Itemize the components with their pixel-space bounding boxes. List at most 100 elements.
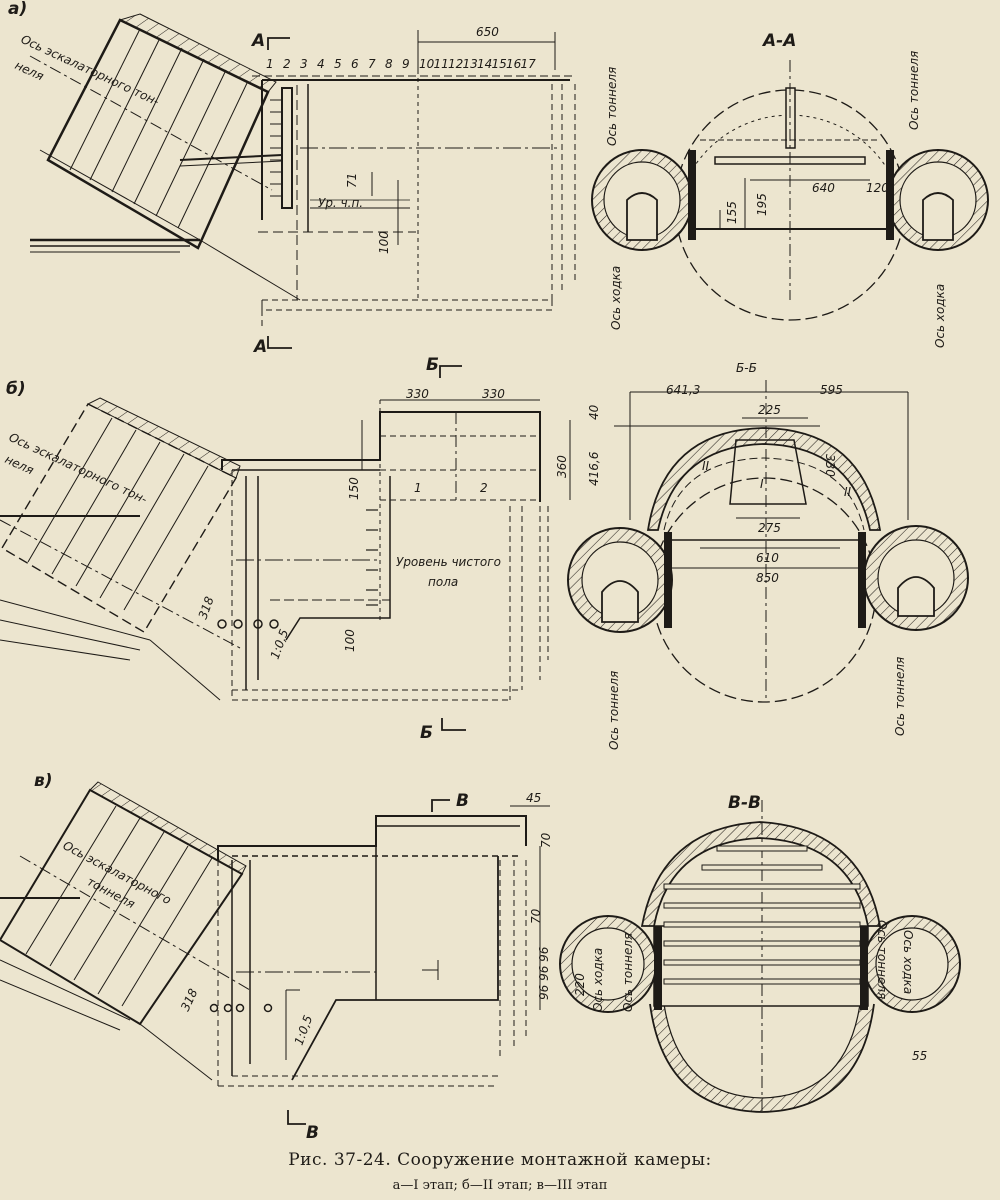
axis-passage-left-c: Ось ходка [591,948,605,1012]
dim-360-label: 360 [555,455,569,478]
ring-number: 9 [402,57,410,71]
chamber-plan-b [221,399,571,701]
dim-610-label: 610 [756,551,779,565]
dim-70a-label: 70 [539,832,553,848]
chamber-plan-a [179,30,576,330]
ring-number: 11 [434,57,449,71]
zone-II-left-label: II [702,459,710,473]
cut-arrow-a-top [267,37,290,50]
dim-100-label-a: 100 [377,231,391,254]
dim-120-label: 120 [866,181,889,195]
cut-mark-a-top: А [250,31,265,51]
dim-640-label: 640 [812,181,835,195]
panel-b-letter: б) [6,379,26,399]
dim-330b-label: 330 [482,387,505,401]
section-a-a [591,60,989,321]
section-v-v [559,800,961,1115]
dim-641-label: 641,3 [666,383,700,397]
panel-a-letter: а) [8,0,27,19]
ring-number: 12 [448,57,463,71]
cut-mark-a-bottom: А [252,337,267,357]
escalator-axis-label-b2: неля [3,452,36,477]
section-b-b [567,380,969,703]
cut-mark-b-bottom: Б [420,723,433,743]
ring-number: 1 [266,57,274,71]
cut-arrow-c-bottom [287,1110,306,1125]
ring-number: 15 [492,57,507,71]
dim-850-label: 850 [756,571,779,585]
zone-II-right-label: II [844,485,852,499]
floor-level-label-b1: Уровень чистого [396,555,501,569]
dim-150-label: 150 [347,477,361,500]
cut-arrow-b-bottom [441,718,466,731]
dim-595-label: 595 [820,383,843,397]
rungs-a [270,99,282,197]
escalator-axis-label-a2: неля [13,58,46,83]
section-title-a: А-А [761,31,796,51]
dim-45-label: 45 [526,791,541,805]
panel-c-letter: в) [34,771,53,791]
axis-tunnel-right-a: Ось тоннеля [907,51,921,130]
floor-level-label-a: Ур. ч.п. [318,196,363,210]
floor-slab [663,940,861,947]
dim-318-label-b: 318 [196,594,217,621]
cut-arrow-c-top [431,799,450,812]
panel-c: в) Ось эскалаторного тоннеля [0,771,961,1143]
dim-330c-label: 330 [823,454,837,477]
ring-number: 4 [317,57,325,71]
rungs-b [366,509,378,606]
axis-tunnel-left-a: Ось тоннеля [605,67,619,146]
ring-number: 17 [521,57,537,71]
dim-220-label: 220 [573,973,587,996]
bolts-c [209,1003,273,1013]
dim-55-label: 55 [912,1049,927,1063]
floor-slab [663,978,861,985]
axis-tunnel-left-c: Ось тоннеля [621,933,635,1012]
dim-71-label: 71 [345,173,359,188]
escalator-tunnel-b [0,397,241,701]
floor-slab [663,883,861,890]
dim-155-label: 155 [725,201,739,224]
dim-330a-label: 330 [406,387,429,401]
ring-number: 3 [300,57,308,71]
dim-650-label: 650 [476,25,499,39]
floor-slab [701,864,823,871]
section-title-b: Б-Б [736,361,757,375]
cut-mark-c-bottom: В [306,1123,319,1143]
floor-slab [716,845,808,852]
axis-tunnel-left-b: Ось тоннеля [607,671,621,750]
ring-number: 13 [463,57,478,71]
figure-caption: Рис. 37-24. Сооружение монтажной камеры: [288,1150,712,1170]
escalator-tunnel-a [29,13,301,301]
slope-label-b: 1:0,5 [268,627,292,661]
floor-level-label-b2: пола [428,575,458,589]
panel-a: а) Ось эскалаторного тон- неля [8,0,989,357]
dim-stack-label: 96 96 96 [537,946,551,1000]
panel-b: б) Ось эскалаторного тон- неля [0,355,969,750]
ring-number: 14 [477,57,492,71]
ring-number: 16 [506,57,522,71]
dim-650-a [417,32,556,70]
figure-subcaption: а—I этап; б—II этап; в—III этап [392,1178,608,1193]
dim-225-label: 225 [758,403,781,417]
zone-2-label: 2 [480,481,488,495]
slope-label-c: 1:0,5 [292,1013,316,1047]
ring-number: 10 [419,57,435,71]
axis-passage-right-c: Ось ходка [901,930,915,994]
dim-416-label: 416,6 [587,451,601,486]
floor-slab [663,902,861,909]
bolts-b [217,619,279,629]
zone-1-label: 1 [414,481,422,495]
chamber-plan-c [217,805,550,1087]
dim-195-label: 195 [755,193,769,216]
floor-slab [663,959,861,966]
ring-number: 6 [351,57,359,71]
dim-40-label: 40 [587,404,601,420]
cut-mark-c-top: В [456,791,469,811]
escalator-tunnel-c [0,781,251,1081]
dim-275-label: 275 [758,521,781,535]
ring-number: 5 [334,57,342,71]
ring-number: 8 [385,57,393,71]
